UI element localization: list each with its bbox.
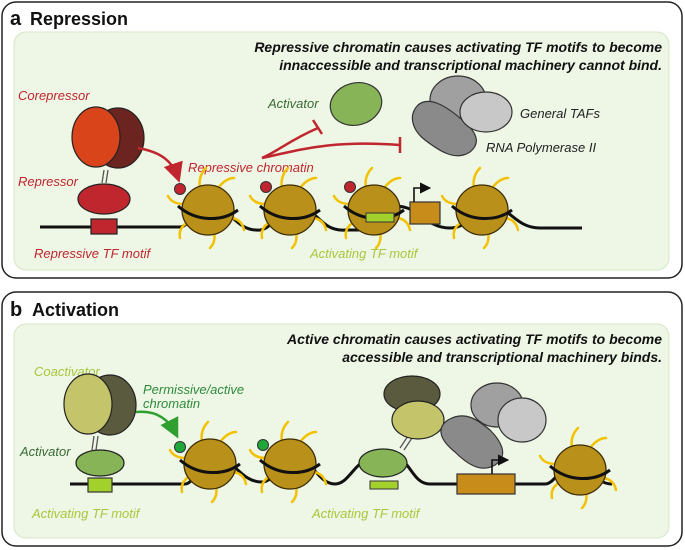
activating-motif-box-b2 [369, 480, 399, 490]
panel-a-caption-1: Repressive chromatin causes activating T… [254, 39, 662, 55]
coactivator-arrow [135, 410, 179, 439]
permissive-label-2: chromatin [143, 396, 200, 411]
taf-2-a [459, 91, 513, 133]
tss-arrow-b [491, 454, 510, 474]
corepressor-label: Corepressor [18, 88, 90, 103]
repressive-mark-1 [174, 183, 186, 195]
rna-pol-shape-a [411, 100, 477, 157]
promoter-box-a [409, 201, 441, 225]
activator-label-a: Activator [267, 96, 319, 111]
activator-protein-b [75, 449, 125, 477]
activator-protein-a [329, 82, 383, 126]
panel-a-title: Repression [30, 9, 128, 29]
panel-a-caption-2: innaccessible and transcriptional machin… [279, 57, 662, 73]
panel-b-title: Activation [32, 300, 119, 320]
block-bar-activator [311, 119, 324, 135]
general-tafs-label: General TAFs [520, 106, 600, 121]
panel-a-letter: a [10, 8, 22, 30]
taf-2-b [497, 397, 547, 443]
activating-tf-motif-label-a: Activating TF motif [309, 246, 419, 261]
repressive-chromatin-label: Repressive chromatin [188, 160, 314, 175]
corepressor-arrow [137, 146, 183, 183]
permissive-label-1: Permissive/active [143, 382, 244, 397]
activator-label-b: Activator [19, 444, 71, 459]
tss-arrow-a [413, 182, 432, 202]
repressive-tf-motif-label: Repressive TF motif [34, 246, 151, 261]
repressor-protein [77, 183, 131, 215]
activating-motif-box-b1 [87, 477, 113, 493]
rna-pol-label-a: RNA Polymerase II [486, 140, 596, 155]
equilibrium-arrow-a [101, 169, 109, 184]
rna-pol-shape-b [440, 415, 504, 469]
activating-tf-motif-label-b1: Activating TF motif [31, 506, 141, 521]
active-mark-1 [174, 441, 186, 453]
activator-bound-b [358, 448, 408, 478]
block-arrow-machinery [261, 142, 401, 160]
equilibrium-arrow-b [91, 435, 99, 451]
repressor-label: Repressor [18, 174, 79, 189]
panel-b-letter: b [10, 299, 22, 321]
repressive-tf-motif-box [90, 218, 118, 235]
corepressor-front [71, 106, 121, 168]
equilibrium-arrow-b2 [399, 435, 413, 451]
repressive-mark-3 [344, 181, 356, 193]
activating-motif-box-a [365, 212, 395, 223]
coactivator-front-b2 [391, 400, 445, 440]
active-mark-2 [257, 439, 269, 451]
repressive-mark-2 [260, 181, 272, 193]
coactivator-front [63, 373, 113, 435]
activating-tf-motif-label-b2: Activating TF motif [311, 506, 421, 521]
panel-b-caption-2: accessible and transcriptional machinery… [342, 349, 662, 365]
panel-b-caption-1: Active chromatin causes activating TF mo… [286, 331, 662, 347]
promoter-box-b [456, 473, 516, 495]
